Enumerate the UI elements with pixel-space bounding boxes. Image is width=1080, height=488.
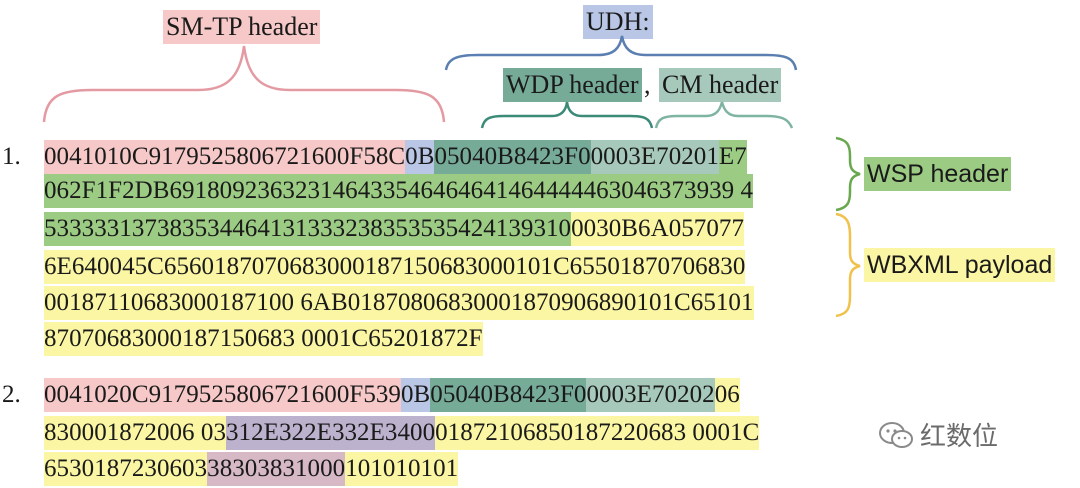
msg1-line-1: 0041010C9179525806721600F58C0B05040B8423… [44,140,747,174]
msg2-payload-a: 830001872006 03 [44,416,226,450]
msg1-wsp-line-2: 062F1F2DB6918092363231464335464646414644… [44,174,754,208]
msg2-payload-b: 01872106850187220683 0001C [435,416,760,450]
msg1-wbxml-line-5: 00187110683000187100 6AB0187080683000187… [44,286,754,320]
sm-tp-header-label: SM-TP header [163,10,321,44]
msg2-smtp-header: 0041020C9179525806721600F539 [44,378,401,412]
message-number-1: 1. [2,143,21,170]
wsp-header-label: WSP header [864,157,1012,191]
msg2-payload-c: 6530187230603 [44,452,208,486]
msg2-highlight-string: 38303831000 [207,452,346,486]
msg1-wbxml-line-6: 87070683000187150683 0001C65201872F [44,322,483,356]
udh-label: UDH: [583,5,653,39]
cm-header-label: CM header [659,68,782,102]
msg1-smtp-header: 0041010C9179525806721600F58C [44,140,406,174]
msg2-line-2: 830001872006 03312E322E332E3400018721068… [44,416,760,450]
msg2-cm-header: 0003E70202 [586,378,715,412]
msg1-line-3: 5333331373835344641313332383535354241393… [44,212,744,246]
msg1-wsp-start: E7 [718,140,747,174]
udh-brace [444,35,798,71]
msg2-payload-start: 06 [714,378,740,412]
msg2-line-3: 653018723060338303831000101010101 [44,452,459,486]
label-comma: , [644,70,651,99]
sm-tp-brace [42,45,446,123]
msg1-wdp-header: 05040B8423F0 [434,140,591,174]
msg2-version-string: 312E322E332E3400 [226,416,436,450]
msg2-wdp-header: 05040B8423F0 [430,378,587,412]
msg2-line-1: 0041020C9179525806721600F5390B05040B8423… [44,378,740,412]
msg2-payload-d: 101010101 [345,452,459,486]
watermark-text: 红数位 [920,422,999,452]
wbxml-brace [835,212,861,318]
msg1-cm-header: 0003E70201 [590,140,719,174]
msg1-wsp-line-3: 5333331373835344641313332383535354241393… [44,212,572,246]
wdp-header-label: WDP header [503,68,642,102]
wbxml-payload-label: WBXML payload [864,248,1056,282]
msg1-udh-length: 0B [405,140,435,174]
msg1-line-4: 6E640045C6560187070683000187150683000101… [44,250,746,284]
message-number-2: 2. [2,381,21,408]
msg1-line-6: 87070683000187150683 0001C65201872F [44,322,483,356]
msg1-wbxml-line-4: 6E640045C6560187070683000187150683000101… [44,250,746,284]
wsp-brace [835,136,861,212]
wdp-brace [480,101,654,129]
msg1-wbxml-start: 0030B6A057077 [571,212,744,246]
msg1-line-5: 00187110683000187100 6AB0187080683000187… [44,286,754,320]
msg2-udh-length: 0B [400,378,431,412]
wechat-icon [879,422,913,448]
msg1-line-2: 062F1F2DB6918092363231464335464646414644… [44,174,754,208]
cm-brace [654,101,794,129]
